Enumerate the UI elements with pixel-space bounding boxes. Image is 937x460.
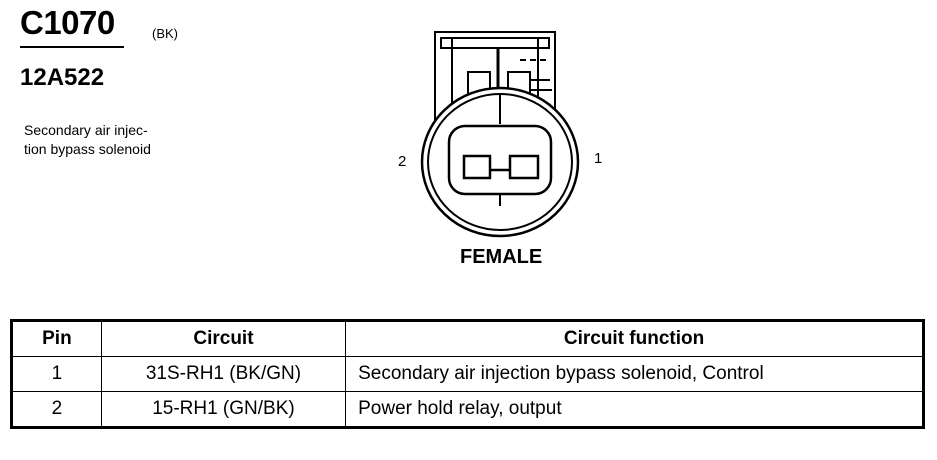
part-number: 12A522 bbox=[20, 64, 105, 91]
title-underline bbox=[20, 46, 124, 48]
connector-body-outer bbox=[420, 86, 580, 238]
header-circuit-function: Circuit function bbox=[345, 320, 924, 357]
pin-label-2: 2 bbox=[398, 153, 407, 170]
cell-function: Secondary air injection bypass solenoid,… bbox=[345, 356, 924, 392]
header-pin: Pin bbox=[11, 320, 102, 357]
cell-function: Power hold relay, output bbox=[345, 391, 924, 428]
cell-circuit: 31S-RH1 (BK/GN) bbox=[100, 356, 347, 392]
pin-circuit-table: Pin Circuit Circuit function 1 31S-RH1 (… bbox=[10, 319, 925, 429]
cell-pin: 2 bbox=[11, 391, 102, 428]
connector-face-drawing bbox=[420, 31, 580, 238]
connector-color-code: (BK) bbox=[152, 26, 178, 41]
connector-description: Secondary air injec- tion bypass solenoi… bbox=[24, 121, 204, 159]
table-row: 1 31S-RH1 (BK/GN) Secondary air injectio… bbox=[11, 356, 924, 392]
connector-id: C1070 bbox=[20, 4, 115, 41]
cell-pin: 1 bbox=[11, 356, 102, 392]
cell-circuit: 15-RH1 (GN/BK) bbox=[100, 391, 347, 428]
header-circuit: Circuit bbox=[100, 320, 347, 357]
table-header-row: Pin Circuit Circuit function bbox=[11, 320, 924, 357]
table-row: 2 15-RH1 (GN/BK) Power hold relay, outpu… bbox=[11, 391, 924, 428]
description-line-1: Secondary air injec- bbox=[24, 122, 148, 138]
pin-label-1: 1 bbox=[594, 150, 603, 167]
connector-gender-label: FEMALE bbox=[460, 246, 543, 268]
description-line-2: tion bypass solenoid bbox=[24, 141, 151, 157]
